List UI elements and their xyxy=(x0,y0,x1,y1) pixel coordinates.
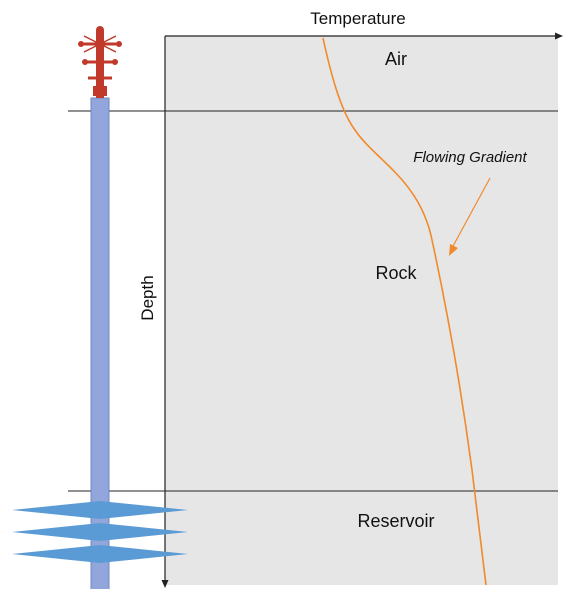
temperature-axis-arrow xyxy=(555,32,563,40)
depth-axis-arrow xyxy=(161,580,169,588)
rock-label: Rock xyxy=(375,263,417,283)
reservoir-label: Reservoir xyxy=(357,511,434,531)
rock-zone xyxy=(165,111,558,491)
perforation-fin xyxy=(12,523,188,541)
flowing-gradient-curve xyxy=(322,37,487,586)
flowing-gradient-label: Flowing Gradient xyxy=(413,149,527,166)
gradient-pointer-arrow xyxy=(449,244,458,256)
air-label: Air xyxy=(385,49,407,69)
wellhead-icon xyxy=(78,26,122,98)
perforations xyxy=(12,501,188,563)
reservoir-zone xyxy=(165,491,558,585)
perforation-fin xyxy=(12,501,188,519)
perforation-fin xyxy=(12,545,188,563)
temperature-label: Temperature xyxy=(310,9,405,28)
depth-label: Depth xyxy=(138,275,157,320)
air-zone xyxy=(165,36,558,111)
gradient-pointer-line xyxy=(451,177,491,249)
